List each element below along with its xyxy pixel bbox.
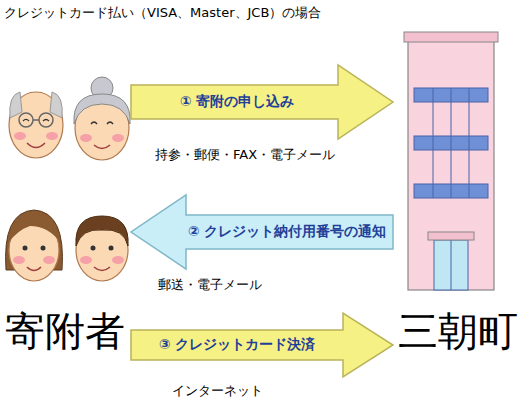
step-label: ③ クレジットカード決済 [159, 336, 316, 354]
diagram-title: クレジットカード払い（VISA、Master、JCB）の場合 [4, 4, 321, 22]
party-name: 寄附者 [5, 309, 125, 357]
donor-face [9, 92, 63, 158]
donor-face [76, 216, 128, 281]
channel-note: 持参・郵便・FAX・電子メール [155, 146, 335, 164]
block-arrow [131, 65, 393, 139]
channel-note: 郵送・電子メール [158, 276, 262, 294]
step-label: ① 寄附の申し込み [180, 93, 295, 111]
donor-face [6, 210, 63, 281]
step-label: ② クレジット納付用番号の通知 [188, 223, 387, 241]
party-node: 三朝町 [394, 30, 522, 357]
channel-note: インターネット [172, 382, 263, 400]
party-node: 寄附者 [0, 72, 130, 357]
party-name: 三朝町 [398, 309, 518, 357]
block-arrow [131, 195, 393, 269]
town-hall-building [404, 32, 498, 290]
donor-face [74, 77, 130, 160]
block-arrow [131, 313, 393, 377]
